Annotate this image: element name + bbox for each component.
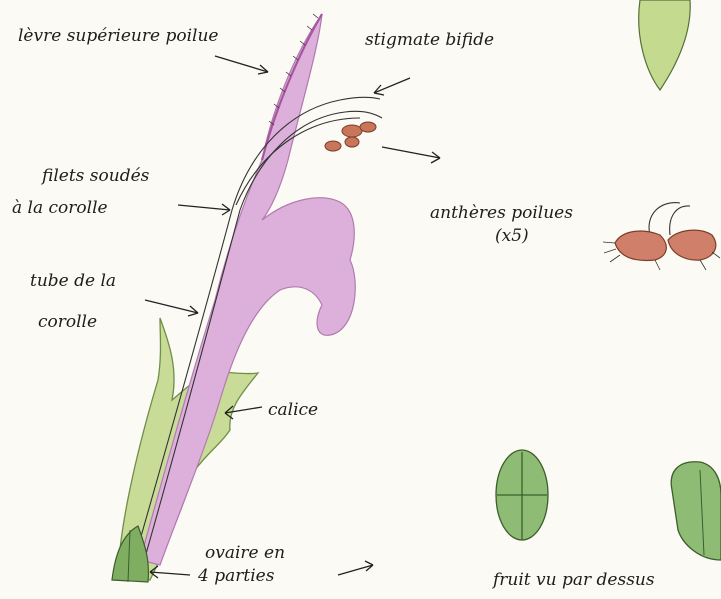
label-filaments-1: filets soudés [42, 168, 149, 185]
corolla [140, 14, 355, 565]
stamen-anthers [325, 122, 376, 151]
label-tube-1: tube de la [30, 273, 116, 290]
label-calyx: calice [268, 402, 318, 419]
anthers-enlarged [603, 203, 720, 270]
label-ovary-1: ovaire en [205, 545, 285, 562]
label-filaments-2: à la corolle [12, 200, 108, 217]
label-upper-lip: lèvre supérieure poilue [18, 28, 218, 45]
label-anthers-1: anthères poilues [430, 205, 573, 222]
leaf-fragment [639, 0, 691, 90]
label-stigma: stigmate bifide [365, 32, 494, 49]
label-ovary-2: 4 parties [198, 568, 274, 585]
label-fruit: fruit vu par dessus [493, 572, 655, 589]
fruit-side-view [671, 462, 721, 560]
stigma [340, 97, 382, 118]
label-tube-2: corolle [38, 314, 97, 331]
fruit-top-view [496, 450, 548, 540]
label-anthers-2: (x5) [495, 228, 529, 245]
